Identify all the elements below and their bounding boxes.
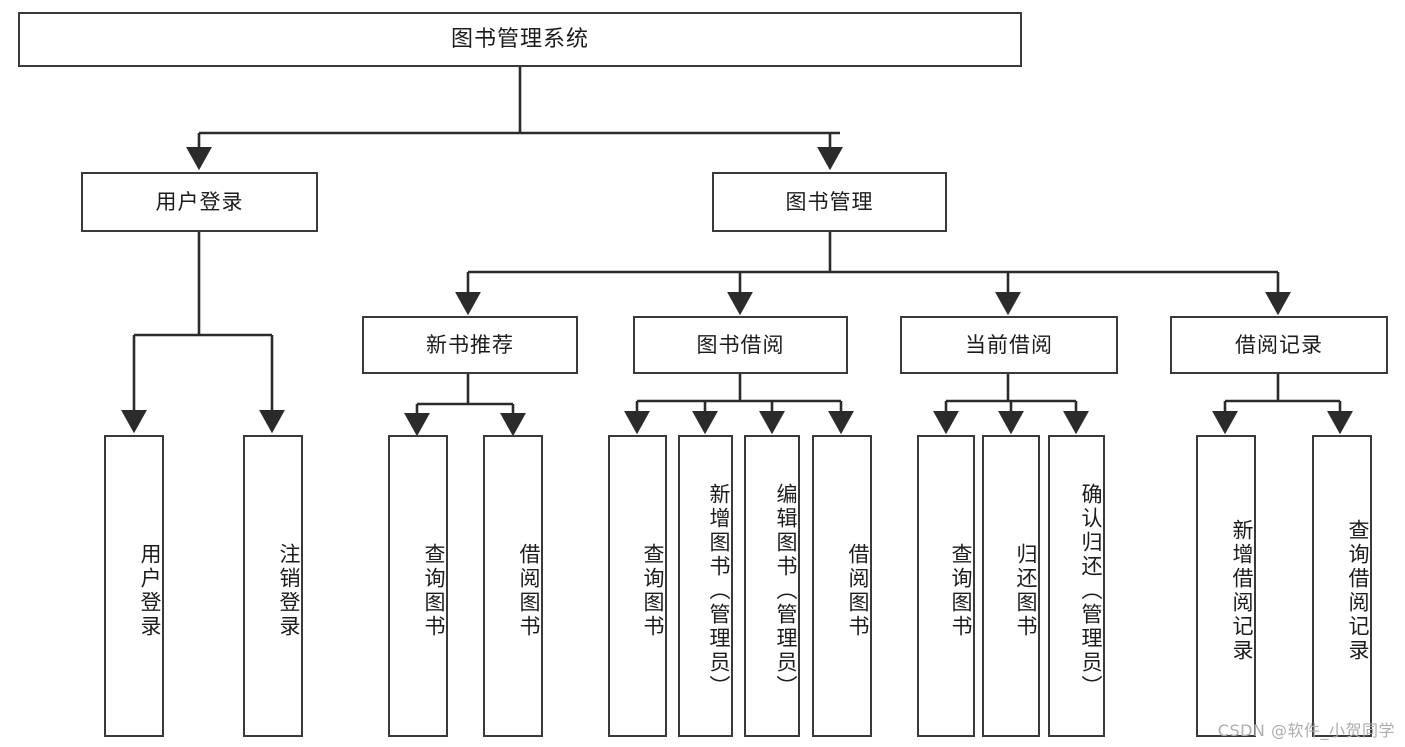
node-leaf-add-record-label: 新增借阅记录: [1230, 519, 1254, 663]
node-user-login-label: 用户登录: [155, 189, 244, 214]
node-root[interactable]: 图书管理系统: [18, 12, 1022, 67]
node-leaf-borrow-book-rec[interactable]: 借阅图书: [483, 435, 543, 737]
node-user-login[interactable]: 用户登录: [81, 172, 318, 232]
node-leaf-add-record[interactable]: 新增借阅记录: [1196, 435, 1256, 737]
node-leaf-query-record[interactable]: 查询借阅记录: [1312, 435, 1372, 737]
node-borrow-record-label: 借阅记录: [1235, 332, 1323, 357]
node-leaf-user-login[interactable]: 用户登录: [104, 435, 164, 737]
node-leaf-return-book-label: 归还图书: [1014, 543, 1038, 639]
node-current-borrow-label: 当前借阅: [965, 332, 1053, 357]
node-leaf-borrow-book-label: 借阅图书: [846, 543, 870, 639]
node-leaf-query-book-rec[interactable]: 查询图书: [388, 435, 448, 737]
node-leaf-return-book[interactable]: 归还图书: [982, 435, 1040, 737]
node-book-borrow-label: 图书借阅: [696, 332, 785, 357]
node-leaf-confirm-return[interactable]: 确认归还（管理员）: [1048, 435, 1105, 737]
node-leaf-user-logout[interactable]: 注销登录: [243, 435, 303, 737]
node-leaf-query-book-current[interactable]: 查询图书: [917, 435, 975, 737]
node-current-borrow[interactable]: 当前借阅: [900, 316, 1118, 374]
node-leaf-query-book-rec-label: 查询图书: [422, 543, 446, 639]
node-leaf-user-login-label: 用户登录: [138, 543, 162, 639]
node-new-book-rec[interactable]: 新书推荐: [362, 316, 578, 374]
node-leaf-query-record-label: 查询借阅记录: [1346, 519, 1370, 663]
node-leaf-query-book-borrow-label: 查询图书: [641, 543, 665, 639]
node-leaf-query-book-borrow[interactable]: 查询图书: [608, 435, 667, 737]
node-book-manage-label: 图书管理: [785, 189, 874, 214]
node-new-book-rec-label: 新书推荐: [426, 332, 514, 357]
node-leaf-borrow-book[interactable]: 借阅图书: [812, 435, 872, 737]
node-book-borrow[interactable]: 图书借阅: [633, 316, 848, 374]
node-leaf-edit-book[interactable]: 编辑图书（管理员）: [744, 435, 800, 737]
node-leaf-add-book[interactable]: 新增图书（管理员）: [678, 435, 733, 737]
node-leaf-edit-book-label: 编辑图书（管理员）: [774, 483, 798, 699]
node-leaf-confirm-return-label: 确认归还（管理员）: [1079, 483, 1103, 699]
node-leaf-borrow-book-rec-label: 借阅图书: [517, 543, 541, 639]
node-leaf-query-book-current-label: 查询图书: [949, 543, 973, 639]
node-leaf-user-logout-label: 注销登录: [277, 543, 301, 639]
node-leaf-add-book-label: 新增图书（管理员）: [707, 483, 731, 699]
node-root-label: 图书管理系统: [450, 26, 589, 52]
node-book-manage[interactable]: 图书管理: [712, 172, 947, 232]
node-borrow-record[interactable]: 借阅记录: [1170, 316, 1388, 374]
